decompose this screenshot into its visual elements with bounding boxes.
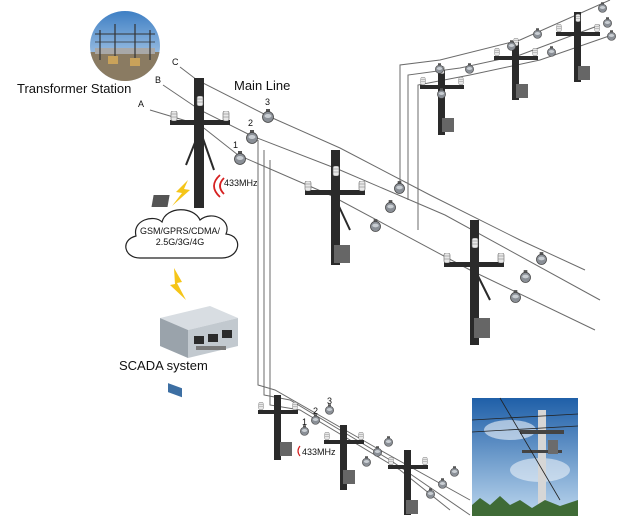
transformer-station-label: Transformer Station bbox=[17, 81, 132, 96]
radio-signal-icon bbox=[213, 174, 225, 198]
main-pole-1 bbox=[151, 78, 230, 208]
branch-indicator-1-label: 1 bbox=[302, 417, 308, 427]
fault-indicator bbox=[262, 109, 274, 123]
branch-indicator-2-label: 2 bbox=[313, 406, 319, 416]
scada-control-room-icon bbox=[160, 306, 238, 398]
main-pole-3 bbox=[443, 220, 505, 345]
indicator-2-label: 2 bbox=[248, 118, 254, 128]
upper-pole-3 bbox=[556, 12, 600, 82]
branch-pole-1 bbox=[258, 395, 298, 460]
fault-indicator bbox=[246, 130, 258, 144]
phase-a-label: A bbox=[138, 99, 145, 109]
frequency-label: 433MHz bbox=[224, 178, 258, 188]
phase-c-label: C bbox=[172, 57, 179, 67]
branch-pole-2 bbox=[324, 425, 364, 490]
indicator-3-label: 3 bbox=[265, 97, 271, 107]
indicator-1-label: 1 bbox=[233, 140, 239, 150]
scada-system-label: SCADA system bbox=[119, 358, 208, 373]
lightning-bolt-icon bbox=[170, 268, 186, 300]
main-pole-2 bbox=[304, 150, 366, 265]
lightning-bolt-icon bbox=[172, 180, 190, 206]
network-cloud bbox=[125, 209, 239, 259]
utility-pole-photo bbox=[471, 397, 579, 516]
branch-pole-3 bbox=[388, 450, 428, 515]
main-line-label: Main Line bbox=[234, 78, 291, 93]
branch-frequency-label: 433MHz bbox=[302, 447, 336, 457]
branch-indicator-3-label: 3 bbox=[327, 396, 333, 406]
network-types-text: GSM/GPRS/CDMA/ 2.5G/3G/4G bbox=[139, 226, 220, 247]
phase-b-label: B bbox=[155, 75, 162, 85]
transformer-station-photo bbox=[90, 11, 160, 81]
upper-pole-1 bbox=[420, 66, 464, 135]
upper-pole-2 bbox=[494, 38, 538, 100]
radio-signal-icon bbox=[297, 445, 301, 457]
